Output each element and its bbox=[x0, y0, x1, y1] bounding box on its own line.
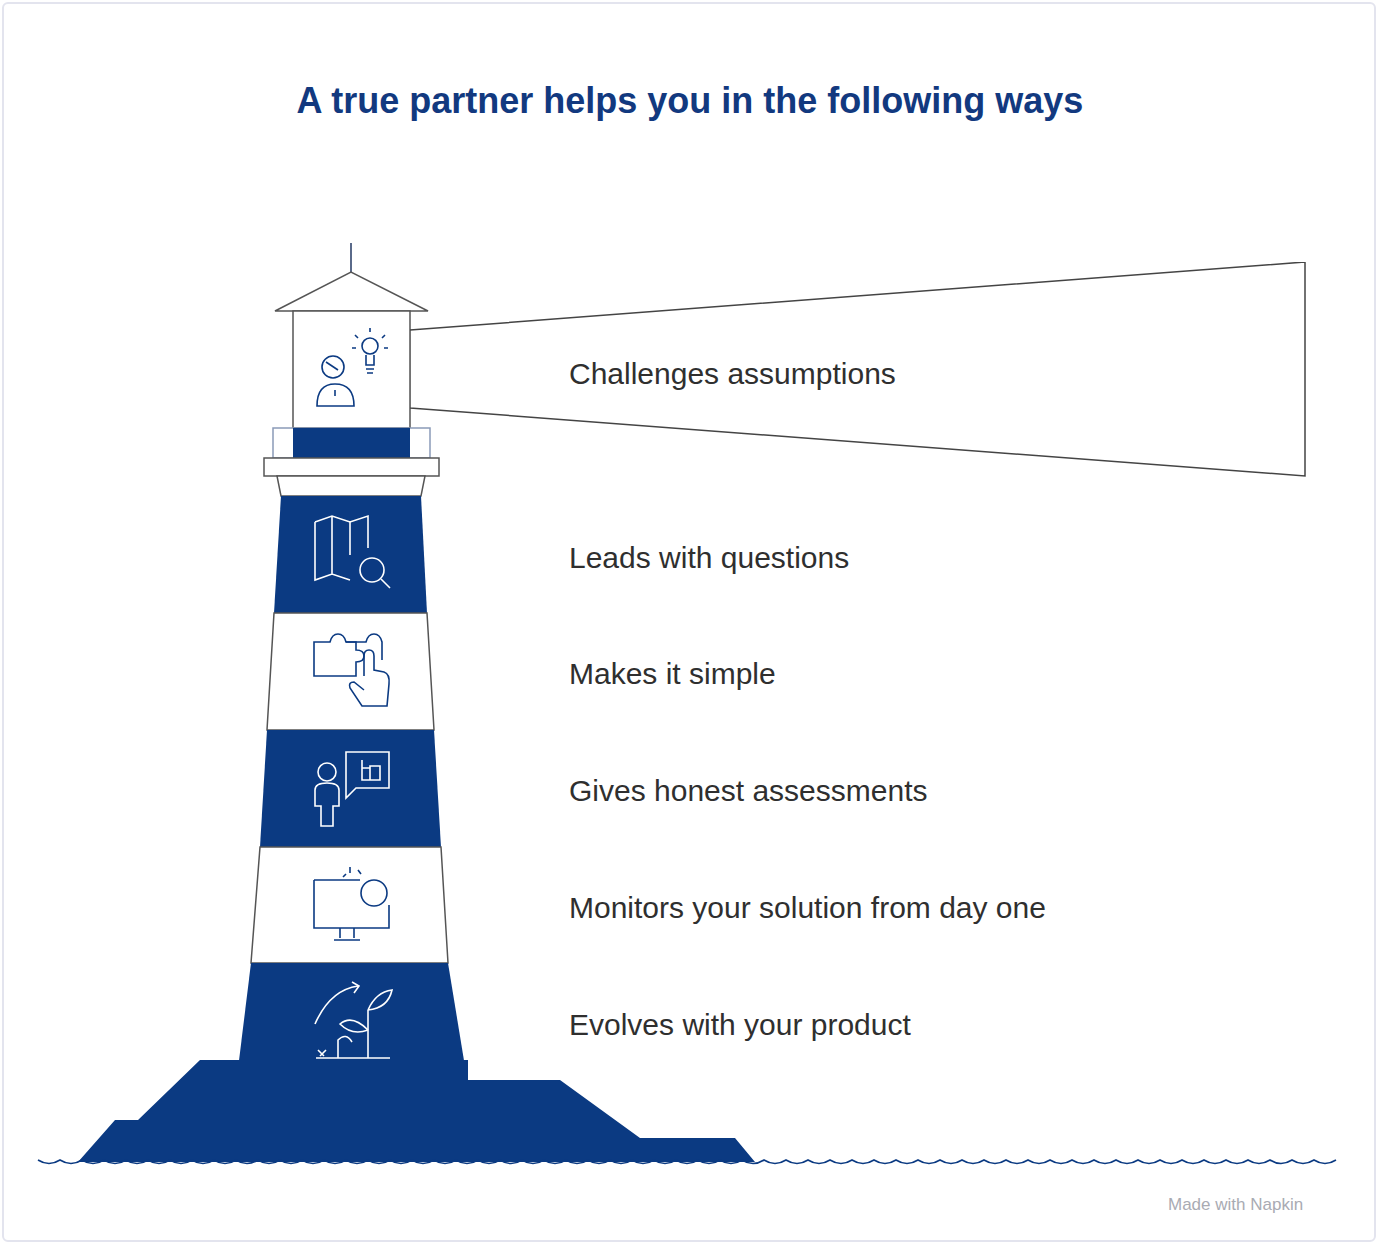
item-label: Evolves with your product bbox=[569, 1005, 1129, 1045]
item-label: Makes it simple bbox=[569, 654, 1129, 694]
item-label-wrap: Evolves with your product bbox=[569, 1005, 1129, 1045]
light-beam: Challenges assumptions bbox=[410, 262, 1306, 477]
item-label-wrap: Monitors your solution from day one bbox=[569, 888, 1084, 928]
beam-text-holder: Challenges assumptions bbox=[569, 354, 896, 394]
title-wrap: A true partner helps you in the followin… bbox=[0, 80, 1380, 122]
item-label-wrap: Gives honest assessments bbox=[569, 771, 1129, 811]
watermark-wrap: Made with Napkin bbox=[1168, 1195, 1358, 1215]
item-label: Gives honest assessments bbox=[569, 771, 1129, 811]
watermark: Made with Napkin bbox=[1168, 1195, 1358, 1215]
item-label-wrap: Leads with questions bbox=[569, 538, 1129, 578]
item-label: Monitors your solution from day one bbox=[569, 888, 1084, 928]
item-label-wrap: Makes it simple bbox=[569, 654, 1129, 694]
diagram-title: A true partner helps you in the followin… bbox=[0, 80, 1380, 122]
beam-label: Challenges assumptions bbox=[569, 354, 896, 394]
item-label: Leads with questions bbox=[569, 538, 1129, 578]
